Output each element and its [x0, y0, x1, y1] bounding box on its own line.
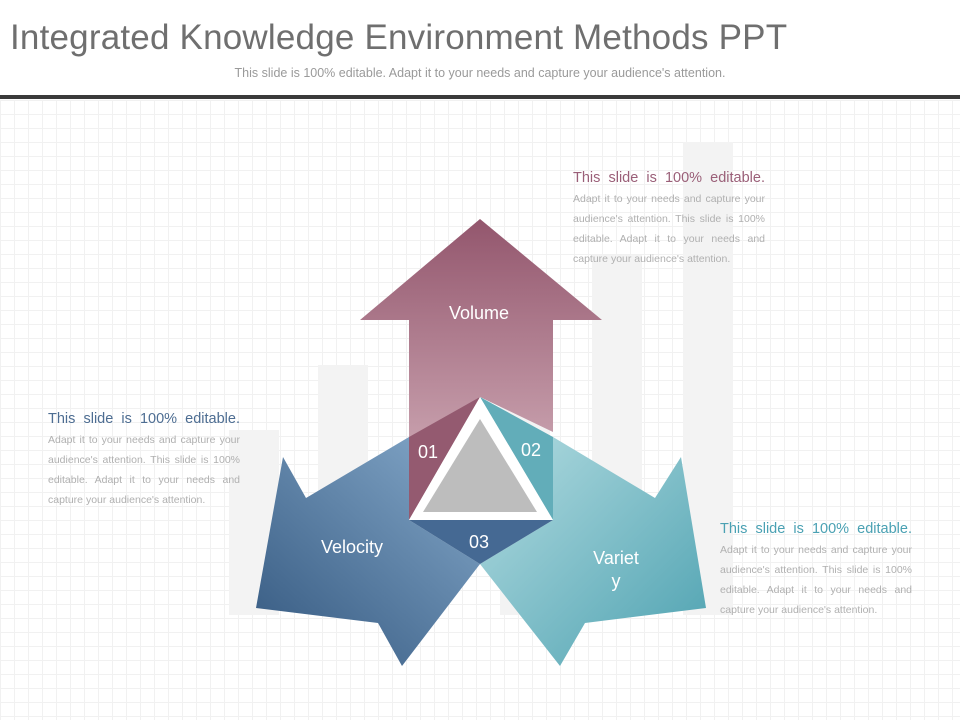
text-block-volume: This slide is 100% editable. Adapt it to…	[573, 168, 765, 268]
title-divider	[0, 95, 960, 99]
center-triangle	[423, 419, 537, 512]
text-block-velocity: This slide is 100% editable. Adapt it to…	[48, 409, 240, 509]
volume-label: Volume	[448, 303, 510, 323]
page-subtitle: This slide is 100% editable. Adapt it to…	[234, 66, 726, 80]
text-block-variety: This slide is 100% editable. Adapt it to…	[720, 519, 912, 619]
text-block-body: Adapt it to your needs and capture your …	[720, 544, 912, 616]
number-01: 01	[417, 442, 439, 462]
text-block-body: Adapt it to your needs and capture your …	[573, 193, 765, 265]
text-block-lead: This slide is 100% editable.	[720, 521, 912, 537]
number-03: 03	[468, 532, 490, 552]
velocity-arrow	[256, 437, 480, 666]
velocity-label: Velocity	[320, 537, 384, 557]
variety-label: Variet y	[593, 548, 639, 592]
page-title: Integrated Knowledge Environment Methods…	[10, 18, 788, 57]
text-block-lead: This slide is 100% editable.	[48, 411, 240, 427]
number-02: 02	[520, 440, 542, 460]
segment-03	[409, 520, 553, 564]
text-block-body: Adapt it to your needs and capture your …	[48, 434, 240, 506]
text-block-lead: This slide is 100% editable.	[573, 170, 765, 186]
variety-arrow	[480, 437, 706, 666]
